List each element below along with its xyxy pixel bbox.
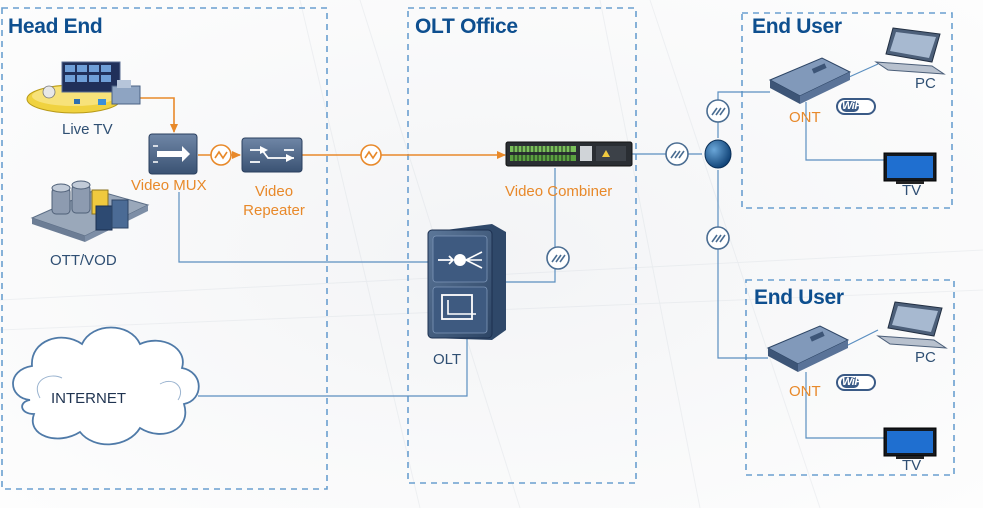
label-video-combiner: Video Combiner — [505, 183, 613, 200]
link-internet-to-olt — [198, 338, 468, 397]
olt-device-icon — [427, 224, 506, 340]
wifi-badge-icon: WiFi — [836, 374, 876, 391]
laptop-pc-icon — [874, 27, 946, 75]
ont-device-icon — [766, 325, 850, 372]
link-olt-to-combiner — [506, 168, 556, 283]
fiber-symbol-icon — [665, 142, 689, 166]
label-tv-1: TV — [902, 182, 922, 199]
label-ont-2: ONT — [789, 383, 821, 400]
video-mux-device-icon — [148, 133, 198, 175]
label-ott-vod: OTT/VOD — [50, 252, 117, 269]
link-mux-to-olt — [178, 192, 430, 263]
label-pc-2: PC — [915, 349, 936, 366]
ott-vod-servers-icon — [30, 180, 150, 242]
fiber-symbol-icon — [360, 144, 382, 166]
link-ont2-to-tv2 — [805, 372, 884, 439]
label-video-repeater: Video Repeater — [238, 182, 310, 220]
video-combiner-device-icon — [505, 141, 633, 167]
splitter-node-icon — [704, 139, 732, 169]
label-pc-1: PC — [915, 75, 936, 92]
label-olt: OLT — [433, 351, 462, 368]
television-icon — [883, 152, 937, 184]
zone-head-end — [1, 7, 328, 490]
link-ont1-to-tv1 — [805, 102, 884, 161]
laptop-pc-icon — [876, 301, 948, 349]
label-video-repeater-line2: Repeater — [243, 202, 305, 219]
zone-title-end-user-1: End User — [752, 15, 842, 38]
label-live-tv: Live TV — [62, 121, 113, 138]
label-video-mux: Video MUX — [131, 177, 207, 194]
fiber-symbol-icon — [706, 226, 730, 250]
wifi-badge-icon: WiFi — [836, 98, 876, 115]
zone-title-end-user-2: End User — [754, 286, 844, 309]
label-video-repeater-line1: Video — [254, 183, 294, 200]
zone-end-user-1 — [741, 12, 953, 209]
internet-cloud-icon — [12, 326, 200, 446]
label-tv-2: TV — [902, 457, 922, 474]
wifi-badge-text: WiFi — [842, 100, 864, 112]
label-ont-1: ONT — [789, 109, 821, 126]
fiber-symbol-icon — [210, 144, 232, 166]
label-internet: INTERNET — [51, 390, 126, 407]
wifi-badge-text: WiFi — [842, 376, 864, 388]
fiber-symbol-icon — [706, 99, 730, 123]
television-icon — [883, 427, 937, 459]
zone-title-head-end: Head End — [8, 15, 103, 38]
live-tv-icon — [26, 61, 141, 114]
fiber-symbol-icon — [546, 246, 570, 270]
zone-olt-office — [407, 7, 637, 484]
video-repeater-device-icon — [241, 137, 303, 173]
ont-device-icon — [768, 57, 852, 104]
zone-title-olt-office: OLT Office — [415, 15, 518, 38]
zone-end-user-2 — [745, 279, 955, 476]
